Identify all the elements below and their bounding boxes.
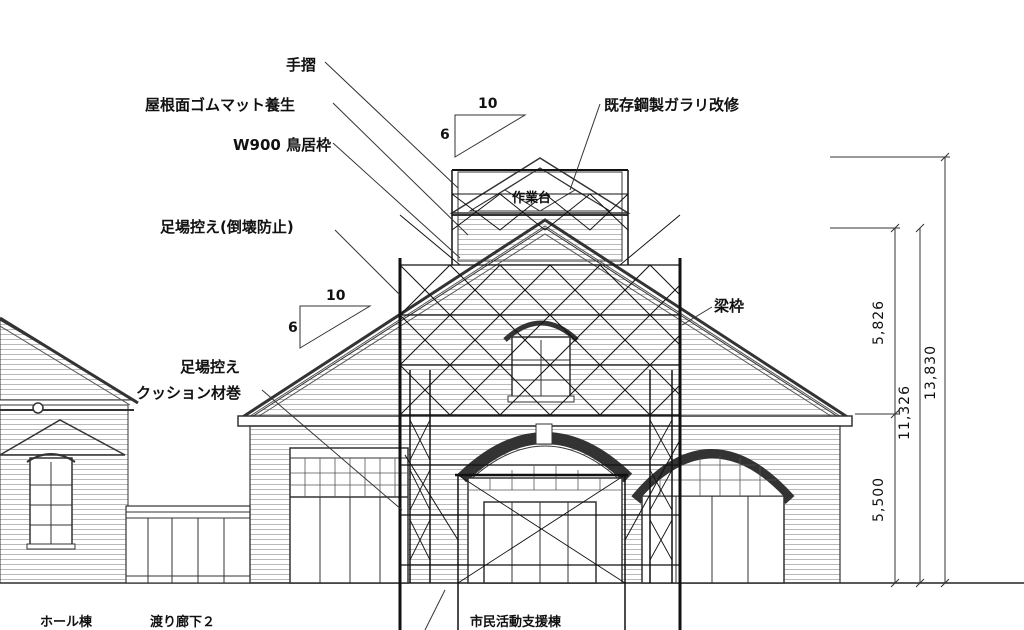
label-work-platform: 作業台 [512, 191, 552, 206]
slope-lower-rise: 6 [288, 320, 298, 336]
slope-upper-run: 10 [478, 96, 498, 112]
label-torii-frame: W900 鳥居枠 [233, 136, 332, 154]
label-cushion-wrap: クッション材巻 [136, 384, 242, 402]
building-name-corridor: 渡り廊下２ [150, 615, 216, 630]
dimension-lines [830, 152, 950, 588]
building-name-hall: ホール棟 [40, 615, 93, 630]
corridor-building [125, 505, 251, 584]
slope-lower-run: 10 [326, 288, 346, 304]
label-existing-steel-gallery: 既存鋼製ガラリ改修 [604, 96, 740, 114]
dimension-13830: 13,830 [923, 345, 939, 400]
dimension-11326: 11,326 [897, 385, 913, 440]
slope-upper-rise: 6 [440, 127, 450, 143]
dimension-5826: 5,826 [871, 299, 887, 345]
scaffolding [398, 169, 682, 630]
label-handrail: 手摺 [286, 56, 317, 74]
dimension-5500: 5,500 [871, 476, 887, 522]
hall-building [0, 316, 139, 584]
label-scaffold-brace: 足場控え [180, 358, 241, 376]
label-scaffold-brace-collapse: 足場控え(倒壊防止) [160, 218, 294, 236]
slope-triangle-upper [454, 114, 527, 158]
leader-lines [261, 61, 713, 630]
building-name-center: 市民活動支援棟 [470, 615, 562, 630]
label-roof-rubber-mat: 屋根面ゴムマット養生 [145, 96, 296, 114]
label-beam-frame: 梁枠 [714, 297, 745, 315]
slope-triangle-lower [299, 305, 372, 349]
